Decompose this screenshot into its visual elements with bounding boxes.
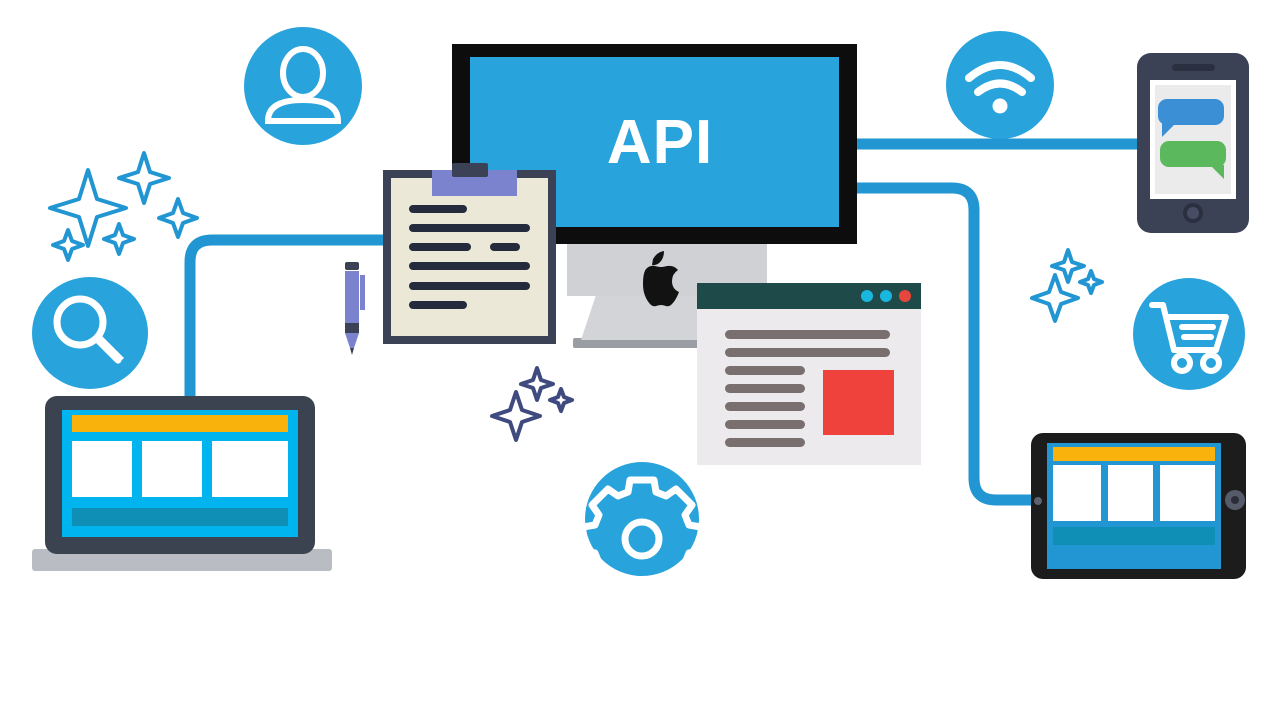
connector-monitor-to-tablet	[830, 182, 1045, 506]
laptop-bottom-bar	[72, 508, 288, 526]
gear-icon[interactable]	[579, 462, 705, 602]
tablet-device[interactable]	[1031, 433, 1246, 579]
tablet-panel	[1108, 465, 1153, 521]
laptop-panel	[142, 441, 202, 497]
apple-logo-icon	[643, 251, 679, 307]
browser-dot[interactable]	[880, 290, 892, 302]
tablet-top-bar	[1053, 447, 1215, 461]
connector-lines	[184, 138, 1160, 506]
cart-icon[interactable]	[1133, 278, 1245, 390]
clipboard-document[interactable]	[383, 163, 556, 344]
browser-text-lines	[725, 330, 890, 447]
browser-close-dot[interactable]	[899, 290, 911, 302]
desktop-monitor[interactable]	[452, 44, 857, 348]
tablet-panel	[1160, 465, 1215, 521]
smartphone-device[interactable]	[1137, 53, 1249, 233]
tablet-panel	[1053, 465, 1101, 521]
chat-bubble-blue	[1158, 99, 1224, 137]
pen-icon	[345, 262, 365, 355]
wifi-icon[interactable]	[946, 31, 1054, 139]
tablet-camera	[1034, 497, 1042, 505]
laptop-top-bar	[72, 415, 288, 432]
laptop-panel	[72, 441, 132, 497]
chat-bubble-green	[1160, 141, 1226, 179]
tablet-bottom-bar	[1053, 527, 1215, 545]
laptop-device[interactable]	[32, 396, 332, 571]
sparkle-group-center	[490, 366, 574, 442]
api-screen-text: API	[606, 108, 714, 177]
user-icon[interactable]	[244, 27, 362, 145]
search-icon[interactable]	[32, 277, 148, 389]
browser-window[interactable]	[697, 283, 921, 465]
browser-dot[interactable]	[861, 290, 873, 302]
browser-image-block	[823, 370, 894, 435]
clipboard-paper	[391, 178, 548, 336]
sparkle-group-right	[1030, 248, 1104, 323]
laptop-panel	[212, 441, 288, 497]
clipboard-lines	[409, 205, 530, 309]
connector-laptop-to-clipboard	[184, 234, 400, 430]
sparkle-group-left	[48, 151, 199, 262]
